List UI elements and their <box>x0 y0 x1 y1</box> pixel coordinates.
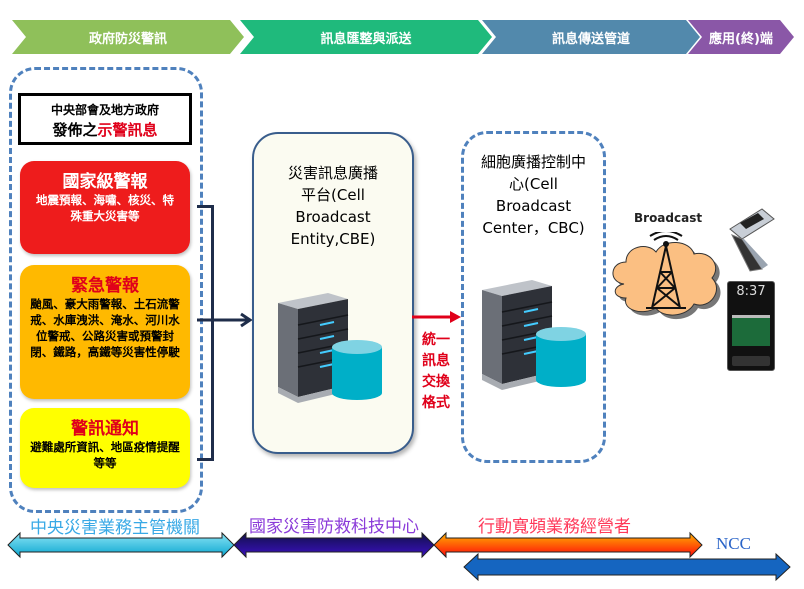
alert-national: 國家級警報 地震預報、海嘯、核災、特殊重大災害等 <box>20 161 190 254</box>
cbe-node: 災害訊息廣播 平台(Cell Broadcast Entity,CBE) <box>252 132 414 454</box>
label-mobile-operators: 行動寬頻業務經營者 <box>478 517 631 537</box>
government-alerts-group <box>9 67 203 513</box>
responsibility-arrows <box>7 531 791 582</box>
stage-transmission-channel: 訊息傳送管道 <box>482 20 700 54</box>
smartphone-icon: 8:37 <box>727 281 775 371</box>
stage-government-alerts: 政府防災警訊 <box>12 20 244 54</box>
exchange-label-line: 交換 <box>422 374 450 390</box>
cbc-title-line: Center，CBC) <box>482 219 585 237</box>
issuer-line2-prefix: 發佈之 <box>52 121 98 139</box>
label-central-authority: 中央災害業務主管機關 <box>30 518 200 538</box>
alert-title: 國家級警報 <box>62 172 148 192</box>
exchange-label-line: 格式 <box>422 395 450 411</box>
stage-end-device: 應用(終)端 <box>688 20 794 54</box>
alert-emergency: 緊急警報 颱風、豪大雨警報、土石流警戒、水庫洩洪、淹水、河川水位警戒、公路災害或… <box>20 265 190 399</box>
stage-label: 訊息傳送管道 <box>551 31 630 47</box>
cbc-title: 細胞廣播控制中 心(Cell Broadcast Center，CBC) <box>464 151 603 239</box>
exchange-label-line: 訊息 <box>422 353 450 369</box>
unified-exchange-format-label: 統一 訊息 交換 格式 <box>419 330 453 414</box>
cbc-title-line: Broadcast <box>495 197 572 215</box>
issuer-line2: 發佈之示警訊息 <box>21 119 189 140</box>
cbe-title: 災害訊息廣播 平台(Cell Broadcast Entity,CBE) <box>254 162 412 250</box>
cbc-title-line: 心(Cell <box>509 175 558 193</box>
cbe-title-line: Broadcast <box>295 208 371 226</box>
stage-message-aggregation: 訊息匯整與派送 <box>240 20 492 54</box>
phone-slider <box>732 356 770 366</box>
arrow-ncc <box>463 552 791 582</box>
issuer-line2-highlight: 示警訊息 <box>97 121 158 139</box>
alert-desc: 颱風、豪大雨警報、土石流警戒、水庫洩洪、淹水、河川水位警戒、公路災害或預警封閉、… <box>30 297 180 359</box>
arrow-mobile-operators <box>433 531 703 559</box>
flip-phone-icon <box>729 208 775 272</box>
stage-label: 政府防災警訊 <box>88 31 167 47</box>
broadcast-tower-cloud-icon <box>612 232 721 320</box>
exchange-label-line: 統一 <box>422 332 450 348</box>
alert-title: 緊急警報 <box>71 276 139 296</box>
issuer-line1: 中央部會及地方政府 <box>50 103 159 117</box>
server-database-icon <box>278 293 382 403</box>
alert-title: 警訊通知 <box>71 419 139 439</box>
cbe-title-line: Entity,CBE) <box>290 230 376 248</box>
cbe-title-line: 災害訊息廣播 <box>287 164 378 182</box>
alert-desc: 地震預報、海嘯、核災、特殊重大災害等 <box>36 193 174 223</box>
arrow-to-cbe <box>197 312 253 328</box>
label-ncdr: 國家災害防救科技中心 <box>249 517 419 537</box>
label-ncc: NCC <box>716 534 751 553</box>
server-database-icon <box>482 280 586 390</box>
arrow-to-cbc <box>412 311 461 323</box>
stage-label: 應用(終)端 <box>709 31 773 47</box>
issuer-box: 中央部會及地方政府 發佈之示警訊息 <box>18 93 192 145</box>
broadcast-label: Broadcast <box>634 211 703 225</box>
stage-label: 訊息匯整與派送 <box>320 31 412 47</box>
cbe-title-line: 平台(Cell <box>301 186 365 204</box>
cbc-title-line: 細胞廣播控制中 <box>480 153 586 171</box>
phone-alert-notification <box>732 315 770 346</box>
alerts-bracket <box>197 205 214 461</box>
alert-desc: 避難處所資訊、地區疫情提醒等等 <box>30 440 180 470</box>
phone-time: 8:37 <box>736 284 766 299</box>
alert-notice: 警訊通知 避難處所資訊、地區疫情提醒等等 <box>20 408 190 488</box>
cbc-node: 細胞廣播控制中 心(Cell Broadcast Center，CBC) <box>461 131 606 463</box>
